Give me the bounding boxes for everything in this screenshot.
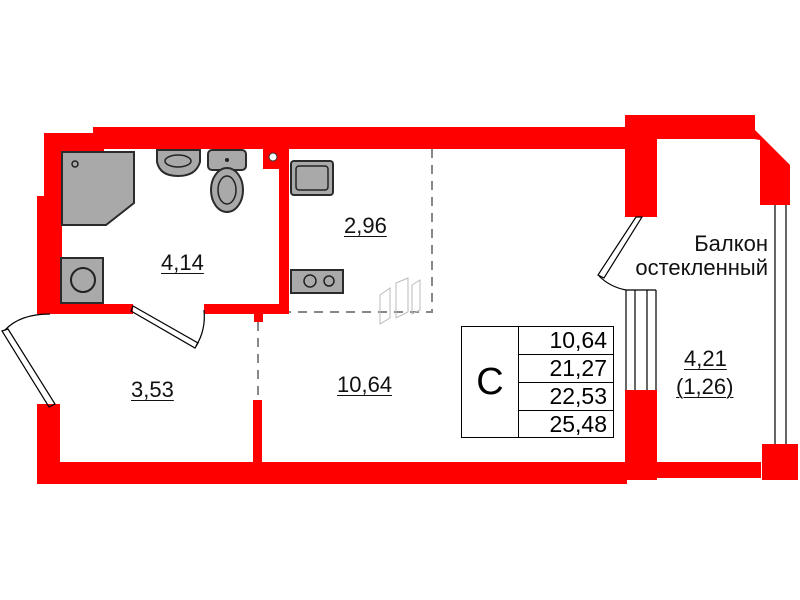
riser-icon [268,152,278,162]
washbasin-icon [156,149,201,178]
room-area-balcony-reduced: (1,26) [676,374,734,399]
doors [1,216,644,408]
balcony-name: Балкон остекленный [620,231,768,281]
legend-area-without-balcony: 21,27 [519,355,613,383]
legend-total-area: 25,48 [549,411,607,437]
kitchen-sink-icon [290,160,334,196]
apartment-type-letter: С [462,327,519,437]
room-area-kitchen: 2,96 [344,213,387,238]
room-area-bathroom: 4,14 [161,250,204,275]
walls [37,115,798,484]
balcony-name-line2: остекленный [635,255,768,281]
legend-living-area: 10,64 [519,327,613,355]
toilet-bowl-icon [210,167,244,213]
stove-icon [290,269,344,294]
balcony-glazing [625,205,787,444]
room-area-hall: 3,53 [131,377,174,402]
legend-area-with-reduced-balcony: 22,53 [519,383,613,411]
room-area-balcony: 4,21 [684,346,727,371]
shower-tray-icon [61,151,135,226]
washing-machine-icon [60,257,104,304]
zone-boundaries [257,149,433,400]
apartment-area-legend: С 10,64 21,27 22,53 25,48 [461,326,614,438]
fixtures [60,149,421,325]
cabinet-sketch-icon [379,277,421,325]
room-area-living: 10,64 [337,372,393,397]
balcony-name-line1: Балкон [694,231,768,256]
